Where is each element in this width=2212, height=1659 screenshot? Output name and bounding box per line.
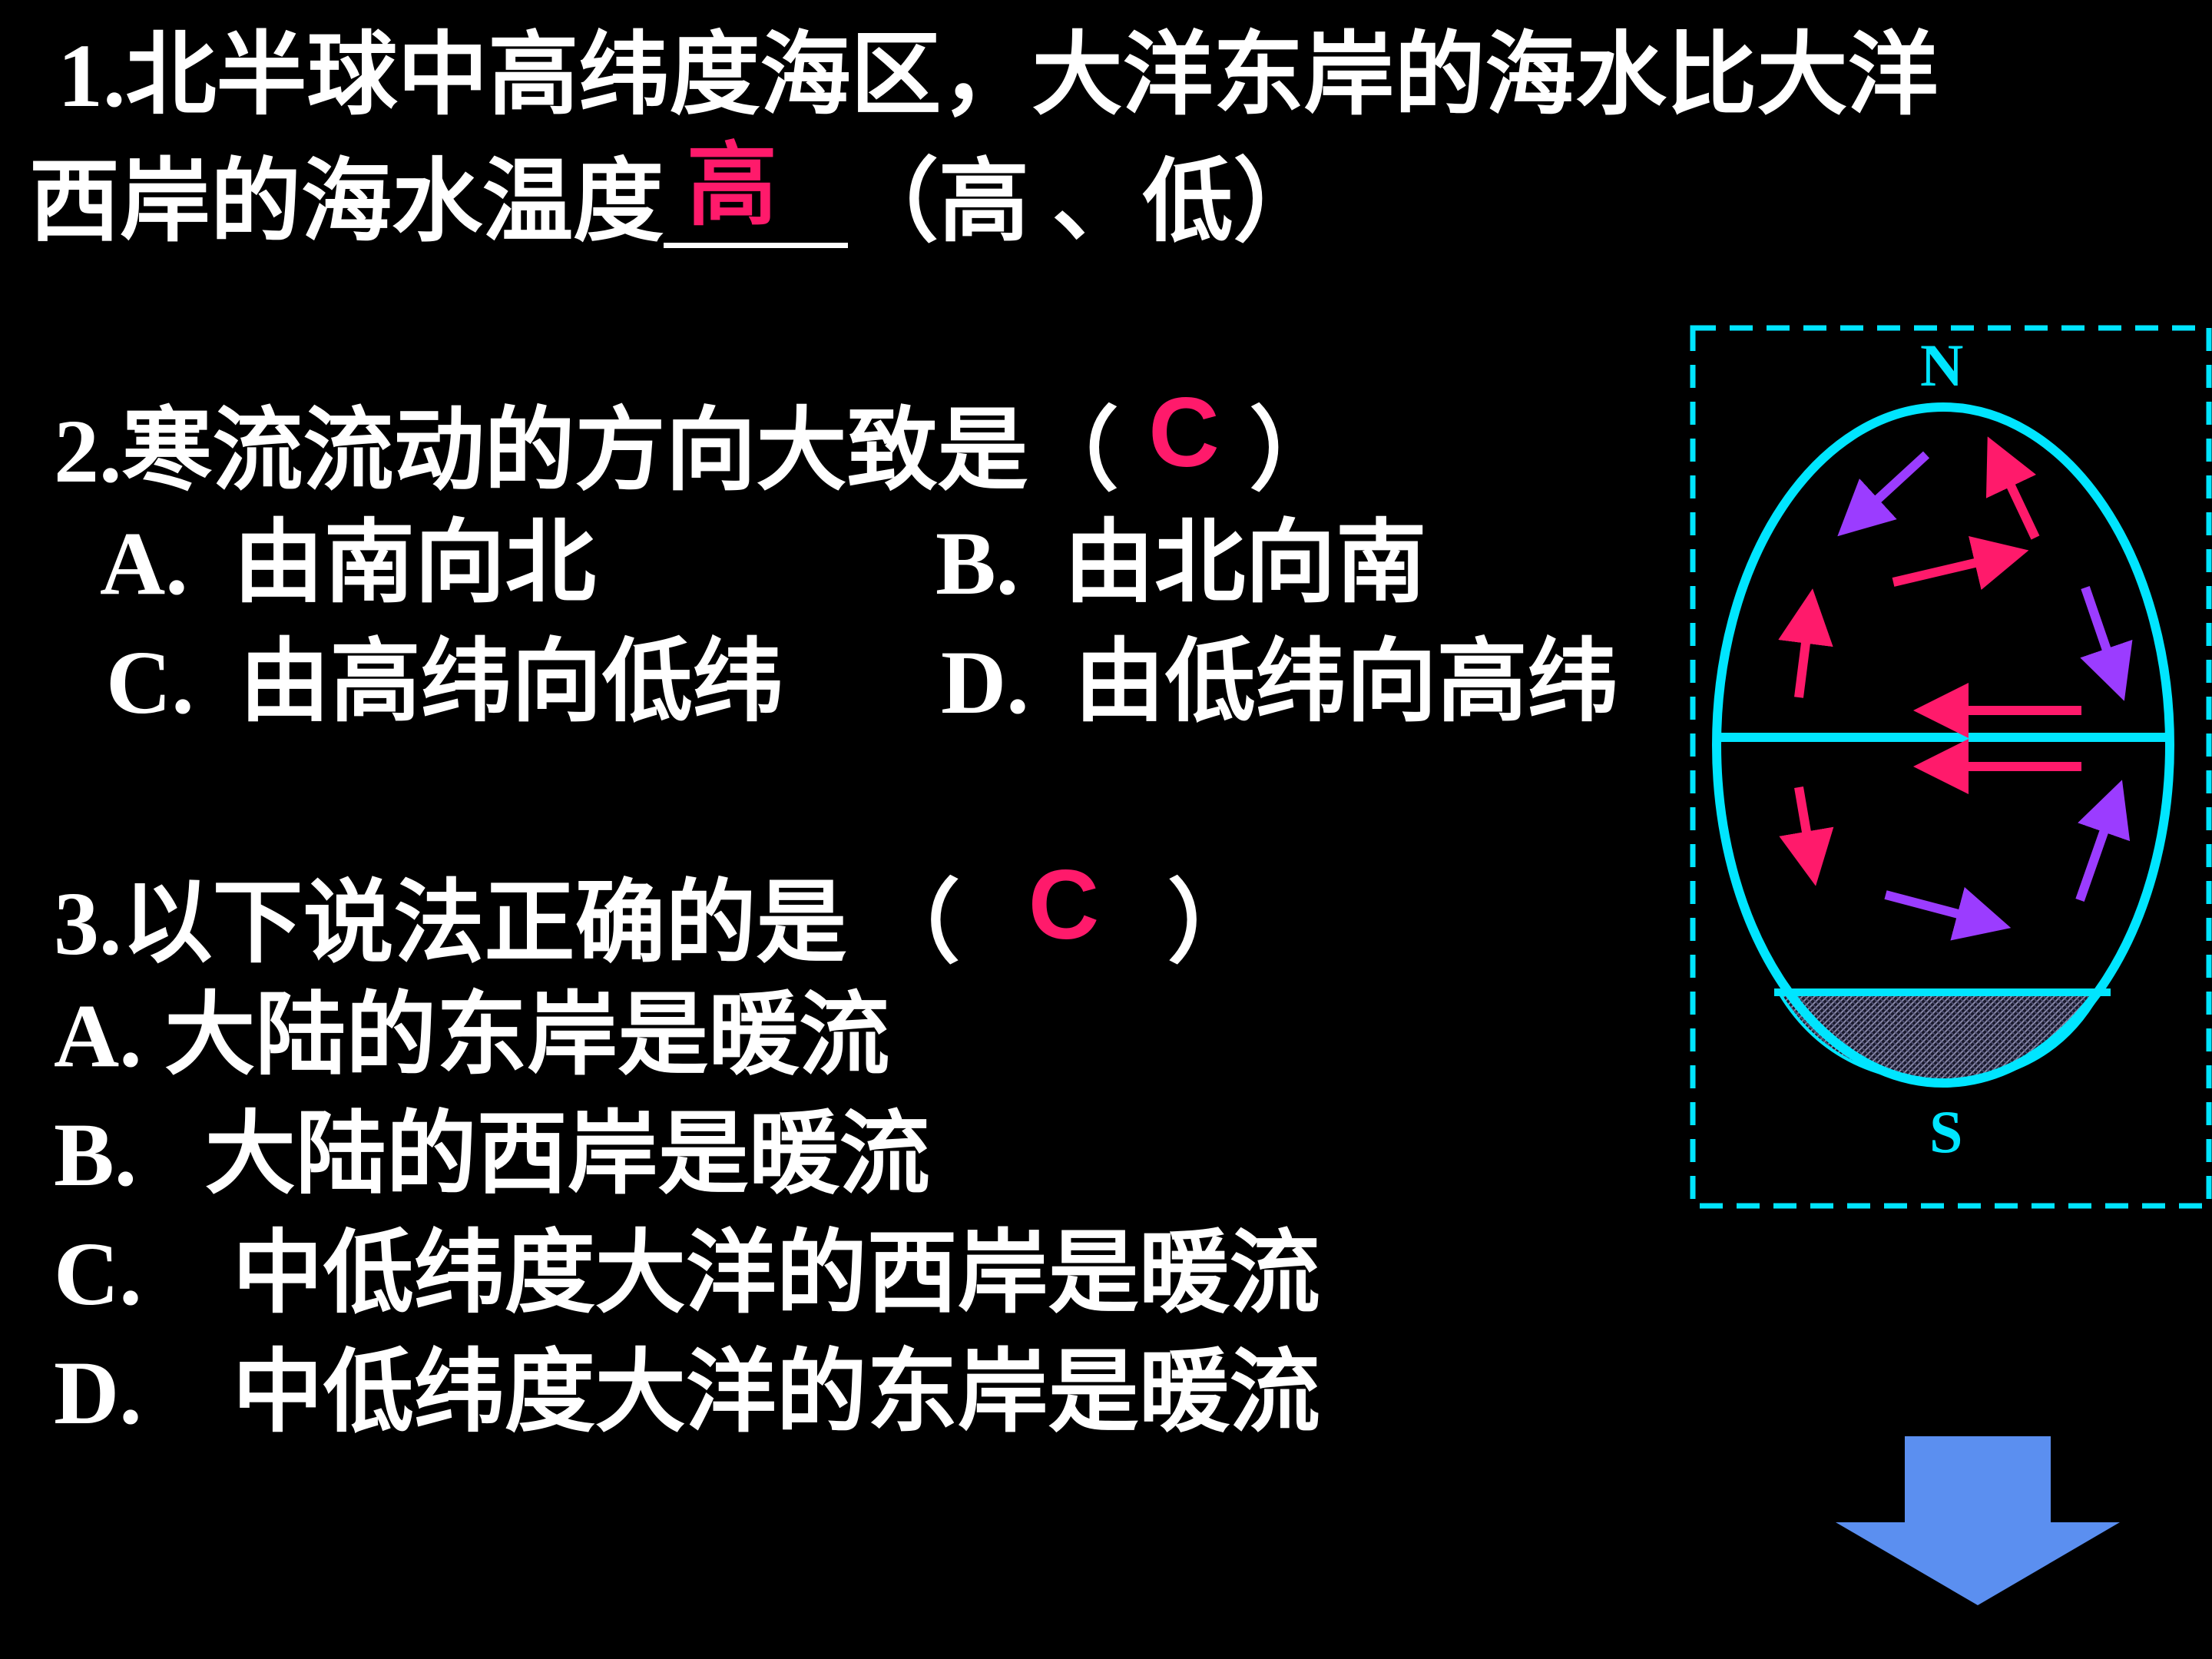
north-label: N — [1920, 332, 1963, 399]
q1-answer-blank[interactable]: 高 — [664, 141, 849, 248]
q2-option-a-key: A. — [100, 513, 188, 614]
q2-option-a-text: 由南向北 — [233, 513, 596, 614]
q1-line1-text: 1.北半球中高纬度海区，大洋东岸的海水比大洋 — [58, 25, 1939, 126]
cold-current-arrow — [2075, 780, 2131, 902]
ocean-current-diagram: N S — [1690, 325, 2212, 1209]
cold-current-arrow — [1884, 886, 2012, 941]
q1-blank-underline — [664, 158, 849, 248]
q2-stem: 2.寒流流动的方向大致是（C） — [54, 384, 1340, 498]
cold-current-arrow — [1837, 451, 1930, 537]
q2-option-d-text: 由低纬向高纬 — [1074, 632, 1618, 733]
q1-line2-suffix: （高 、低） — [848, 152, 1324, 253]
warm-current-arrow — [1892, 535, 2029, 591]
diagram-frame — [1690, 325, 2212, 1209]
warm-current-arrow — [1779, 786, 1834, 886]
warm-current-arrow — [1778, 588, 1833, 698]
q3-stem: 3.以下说法正确的是 （C） — [54, 856, 1258, 970]
down-arrow-icon[interactable] — [1836, 1436, 2120, 1605]
q3-option-c-text: 中低纬度大洋的西岸是暖流 — [232, 1224, 1320, 1324]
down-arrow-shape — [1836, 1436, 2120, 1605]
q2-option-d-key: D. — [941, 632, 1029, 733]
q2-option-c-text: 由高纬向低纬 — [239, 632, 783, 733]
q1-line2-prefix: 西岸的海水温度 — [29, 152, 664, 253]
q3-answer: C — [1028, 850, 1100, 960]
ocean-basin-outline — [1712, 402, 2174, 1088]
q2-stem-prefix: 2.寒流流动的方向大致是（ — [54, 401, 1119, 502]
q2-option-b-text: 由北向南 — [1064, 513, 1427, 614]
q1-answer: 高 — [687, 135, 778, 237]
q2-answer: C — [1148, 378, 1220, 488]
q3-option-b-text: 大陆的西岸是暖流 — [204, 1104, 930, 1205]
south-label: S — [1929, 1098, 1962, 1165]
q1-line2: 西岸的海水温度高（高 、低） — [29, 141, 1324, 248]
q3-option-b-key: B. — [54, 1104, 137, 1205]
q3-option-d-key: D. — [54, 1343, 142, 1443]
q3-stem-suffix: ） — [1167, 873, 1259, 974]
q3-stem-prefix: 3.以下说法正确的是 （ — [54, 873, 961, 974]
q3-option-d-text: 中低纬度大洋的东岸是暖流 — [232, 1343, 1320, 1443]
q3-option-c[interactable]: C. 中低纬度大洋的西岸是暖流 — [54, 1229, 1320, 1320]
q3-option-a-text: 大陆的东岸是暖流 — [164, 985, 890, 1086]
q2-option-c-key: C. — [106, 632, 194, 733]
q2-option-d[interactable]: D. 由低纬向高纬 — [941, 637, 1618, 728]
q3-option-a[interactable]: A. 大陆的东岸是暖流 — [54, 991, 889, 1081]
q2-option-a[interactable]: A. 由南向北 — [100, 518, 596, 609]
q1-line1: 1.北半球中高纬度海区，大洋东岸的海水比大洋 — [58, 31, 1939, 121]
q3-option-c-key: C. — [54, 1224, 142, 1324]
q2-option-c[interactable]: C. 由高纬向低纬 — [106, 637, 783, 728]
q3-option-d[interactable]: D. 中低纬度大洋的东岸是暖流 — [54, 1348, 1320, 1439]
q3-option-b[interactable]: B. 大陆的西岸是暖流 — [54, 1110, 930, 1200]
q2-option-b-key: B. — [935, 513, 1019, 614]
warm-current-arrow — [1985, 436, 2040, 540]
q2-stem-suffix: ） — [1249, 401, 1340, 502]
q3-option-a-key: A. — [54, 985, 142, 1086]
q2-option-b[interactable]: B. 由北向南 — [935, 518, 1426, 609]
cold-current-arrow — [2080, 586, 2133, 701]
